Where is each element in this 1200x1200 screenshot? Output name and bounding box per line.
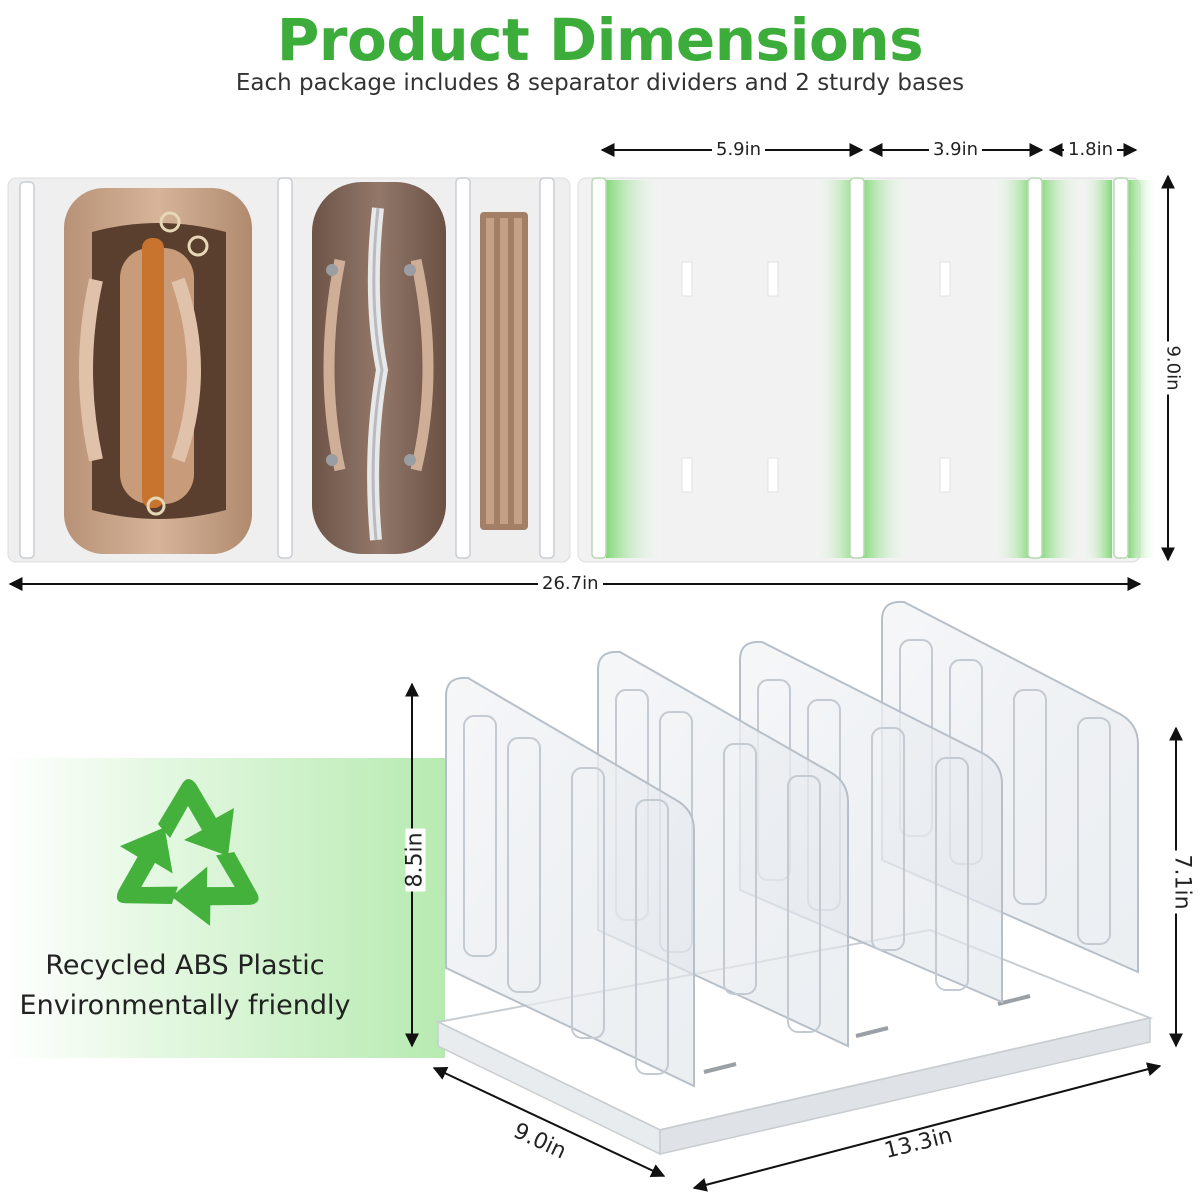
eco-line-1: Recycled ABS Plastic xyxy=(45,950,325,981)
page-subtitle: Each package includes 8 separator divide… xyxy=(235,70,965,96)
recycle-icon xyxy=(116,779,259,926)
clutch-wallet xyxy=(480,212,528,530)
eco-highlight-band xyxy=(0,758,445,1058)
dim-segment-1: 5.9in xyxy=(712,140,766,160)
page-title: Product Dimensions xyxy=(276,6,924,74)
dim-divider-height: 8.5in xyxy=(403,828,428,892)
dim-segment-2: 3.9in xyxy=(929,140,983,160)
dim-total-width: 26.7in xyxy=(538,574,603,594)
eco-line-2: Environmentally friendly xyxy=(19,990,351,1021)
top-view-empty-tray xyxy=(577,177,1158,563)
dim-height: 9.0in xyxy=(1162,341,1184,395)
dim-segment-3: 1.8in xyxy=(1064,140,1118,160)
handbag-brown xyxy=(312,182,446,554)
perspective-organizer xyxy=(434,600,1154,1156)
dim-rear-height: 7.1in xyxy=(1170,850,1195,914)
handbag-tan xyxy=(64,188,252,554)
top-view-tray-with-bags xyxy=(7,177,571,563)
